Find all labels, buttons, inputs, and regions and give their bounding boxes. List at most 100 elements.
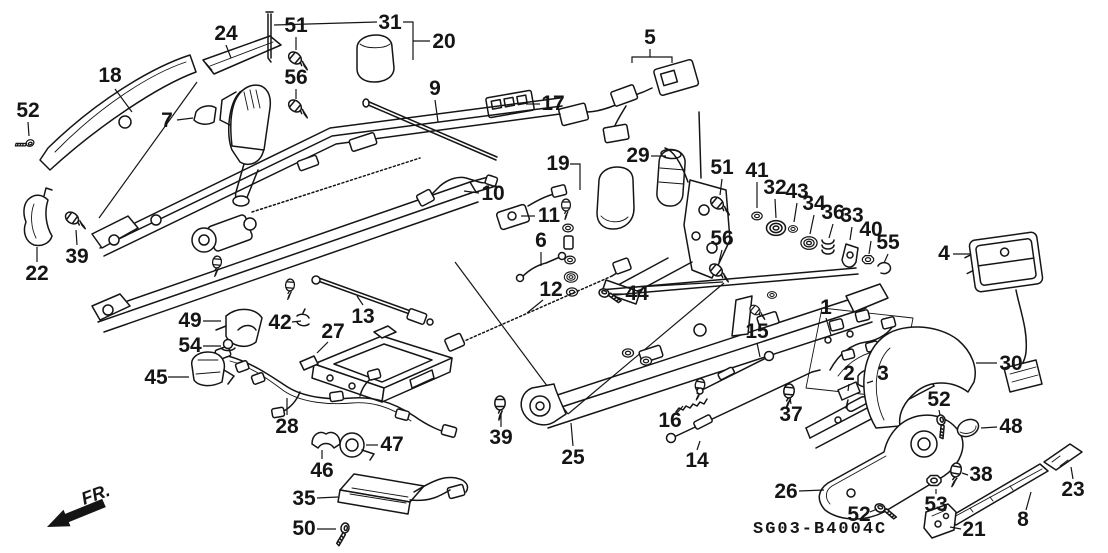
part-label-14: 14 [685, 449, 709, 472]
leader-line-18 [114, 88, 133, 113]
part-label-23: 23 [1061, 478, 1084, 501]
leader-line-31 [403, 21, 414, 60]
part-39-bolt-bottom [494, 395, 506, 421]
part-label-1: 1 [820, 296, 832, 319]
part-4-switch-drawing [964, 231, 1044, 393]
part-23-strip-drawing [1043, 443, 1083, 471]
part-15-cable-drawing [696, 350, 775, 395]
part-label-51: 51 [710, 156, 734, 179]
part-label-30: 30 [999, 352, 1022, 375]
part-label-40: 40 [859, 218, 882, 241]
part-34-bushing [800, 236, 818, 250]
part-label-49: 49 [178, 309, 201, 332]
part-27-ecu-drawing [299, 325, 453, 403]
part-label-39: 39 [489, 426, 512, 449]
leader-line-12 [526, 299, 544, 314]
part-33-bracket [841, 243, 859, 268]
part-53-nut [926, 474, 942, 487]
part-49-clamp-drawing [215, 308, 263, 348]
part-label-13: 13 [351, 305, 374, 328]
part-label-50: 50 [292, 517, 315, 540]
part-label-28: 28 [275, 415, 299, 438]
leader-line-26 [798, 489, 825, 492]
part-10-wire-drawing [415, 174, 499, 207]
fastener-row-drawing [751, 211, 892, 275]
part-label-53: 53 [924, 493, 947, 516]
part-label-2: 2 [843, 362, 855, 385]
part-52-clip-left [13, 136, 36, 152]
part-5-relay-harness-drawing [558, 58, 700, 144]
part-label-9: 9 [429, 77, 441, 100]
part-label-35: 35 [292, 487, 316, 510]
part-22-cover-drawing [23, 187, 53, 247]
leader-line-13 [356, 295, 364, 306]
leader-line-52 [27, 121, 30, 137]
part-29-motor-drawing [656, 148, 686, 207]
leader-line-56 [718, 249, 723, 263]
leader-line-33 [849, 226, 853, 241]
leader-line-38 [961, 472, 969, 476]
part-label-52: 52 [16, 99, 39, 122]
part-50-screw [335, 521, 351, 548]
part-label-7: 7 [161, 109, 173, 132]
part-39-bolt-left [62, 208, 90, 233]
leader-line-7 [176, 117, 194, 121]
part-label-52: 52 [927, 388, 950, 411]
leader-line-3 [866, 380, 874, 384]
leader-line-39 [75, 229, 78, 246]
part-label-17: 17 [541, 92, 564, 115]
part-47-grommet-drawing [339, 432, 375, 461]
part-36-spring [821, 239, 835, 255]
part-label-31: 31 [378, 11, 402, 34]
upper-rail-assembly-drawing [91, 84, 563, 257]
leader-line-25 [570, 422, 574, 447]
leader-line-43 [793, 202, 798, 223]
part-label-5: 5 [644, 26, 656, 49]
leader-line-8 [1025, 491, 1032, 511]
leader-line-35 [316, 496, 339, 499]
part-label-56: 56 [284, 66, 307, 89]
part-label-43: 43 [785, 180, 808, 203]
leader-line-16 [676, 405, 684, 414]
part-label-32: 32 [763, 176, 786, 199]
part-7-bracket-drawing [193, 105, 217, 125]
part-label-27: 27 [321, 320, 344, 343]
leader-line-2 [847, 383, 850, 392]
part-6-cable-drawing [515, 251, 567, 283]
leader-line-34 [809, 214, 815, 235]
leader-line-1 [825, 317, 832, 336]
leader-line-21 [949, 526, 962, 530]
part-label-37: 37 [779, 403, 802, 426]
part-label-45: 45 [144, 366, 168, 389]
part-label-10: 10 [481, 182, 504, 205]
leader-line-42 [291, 320, 302, 323]
part-20-boot-drawing [356, 34, 395, 83]
part-43-washer [787, 225, 799, 233]
part-label-56: 56 [710, 227, 733, 250]
lower-rail-assembly-drawing [520, 267, 889, 429]
leader-line-23 [1070, 466, 1074, 480]
part-12-coil-cable-drawing [444, 257, 632, 352]
part-label-47: 47 [380, 433, 403, 456]
part-label-26: 26 [774, 480, 797, 503]
part-label-8: 8 [1017, 508, 1029, 531]
part-label-15: 15 [745, 320, 769, 343]
part-label-48: 48 [999, 415, 1023, 438]
part-label-16: 16 [658, 409, 681, 432]
part-56-bolt-right [706, 260, 734, 286]
part-19-boot-drawing [596, 166, 635, 230]
fr-label: FR. [79, 480, 113, 509]
part-label-3: 3 [877, 362, 889, 385]
part-label-20: 20 [432, 30, 455, 53]
part-14-cable-drawing [665, 369, 821, 444]
leader-line-5 [631, 56, 673, 63]
part-41-washer [751, 211, 763, 221]
leader-line-15 [756, 342, 761, 358]
part-label-33: 33 [840, 204, 863, 227]
part-30-cover-drawing [863, 326, 976, 429]
part-label-19: 19 [546, 152, 569, 175]
part-label-46: 46 [310, 459, 333, 482]
part-26-cover-drawing [818, 414, 964, 520]
leader-line-48 [980, 426, 998, 429]
